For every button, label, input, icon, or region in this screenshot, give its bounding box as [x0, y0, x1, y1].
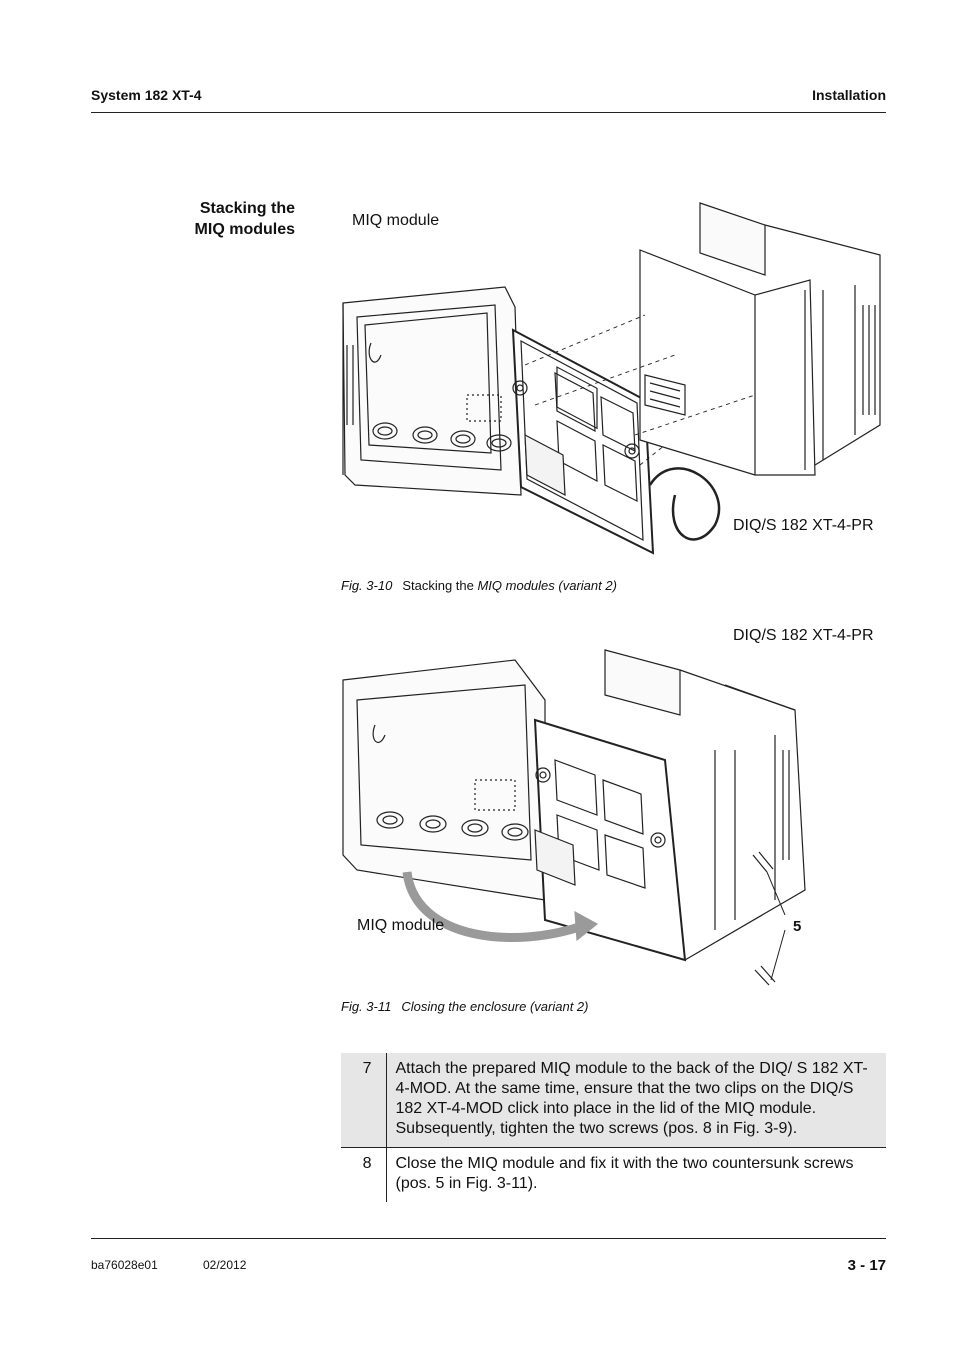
section-title: Stacking the MIQ modules [95, 198, 295, 240]
fig2-label-diq-s: DIQ/S 182 XT-4-PR [733, 627, 874, 644]
figure-3-11-illustration [342, 649, 806, 986]
step-text: Attach the prepared MIQ module to the ba… [386, 1053, 886, 1148]
diq-module-mounted [533, 649, 806, 962]
open-enclosure-base [342, 286, 522, 496]
fig1-label-miq-module: MIQ module [352, 212, 440, 229]
fig1-label-diq-s: DIQ/S 182 XT-4-PR [733, 517, 874, 534]
step-number: 8 [341, 1147, 387, 1202]
figure-3-11-caption: Fig. 3-11 Closing the enclosure (variant … [341, 999, 589, 1014]
open-lid-panel [511, 328, 655, 555]
header-title: System 182 XT-4 [91, 87, 202, 103]
caption-number: Fig. 3-11 [341, 999, 392, 1014]
screws [752, 851, 786, 986]
header-rule [91, 112, 886, 113]
footer-page-number: 3 - 17 [847, 1257, 886, 1274]
step-row: 7 Attach the prepared MIQ module to the … [341, 1053, 886, 1148]
fig2-callout-5: 5 [793, 918, 802, 935]
steps-table: 7 Attach the prepared MIQ module to the … [341, 1053, 886, 1202]
caption-text: Closing the enclosure (variant 2) [401, 999, 589, 1014]
section-title-line2: MIQ modules [194, 221, 295, 238]
caption-italic: MIQ modules (variant 2) [477, 578, 617, 593]
figure-3-10-illustration [342, 202, 881, 555]
fig2-label-miq-module: MIQ module [357, 917, 445, 934]
diq-module [639, 202, 881, 476]
closing-arrow [402, 871, 587, 942]
closed-enclosure-base [342, 659, 546, 901]
section-title-line1: Stacking the [199, 200, 295, 217]
closing-arrowhead [574, 910, 599, 942]
footer-date: 02/2012 [203, 1258, 247, 1272]
figure-3-10-caption: Fig. 3-10 Stacking the MIQ modules (varia… [341, 578, 617, 593]
footer-doc-id: ba76028e01 [91, 1258, 158, 1272]
cable [648, 467, 721, 541]
connection-lines [524, 314, 756, 466]
step-number: 7 [341, 1053, 387, 1148]
step-row: 8 Close the MIQ module and fix it with t… [341, 1147, 886, 1202]
footer-rule [91, 1238, 886, 1239]
caption-number: Fig. 3-10 [341, 578, 393, 593]
caption-plain: Stacking the [402, 578, 478, 593]
header-section: Installation [812, 87, 886, 103]
step-text: Close the MIQ module and fix it with the… [395, 1155, 854, 1192]
